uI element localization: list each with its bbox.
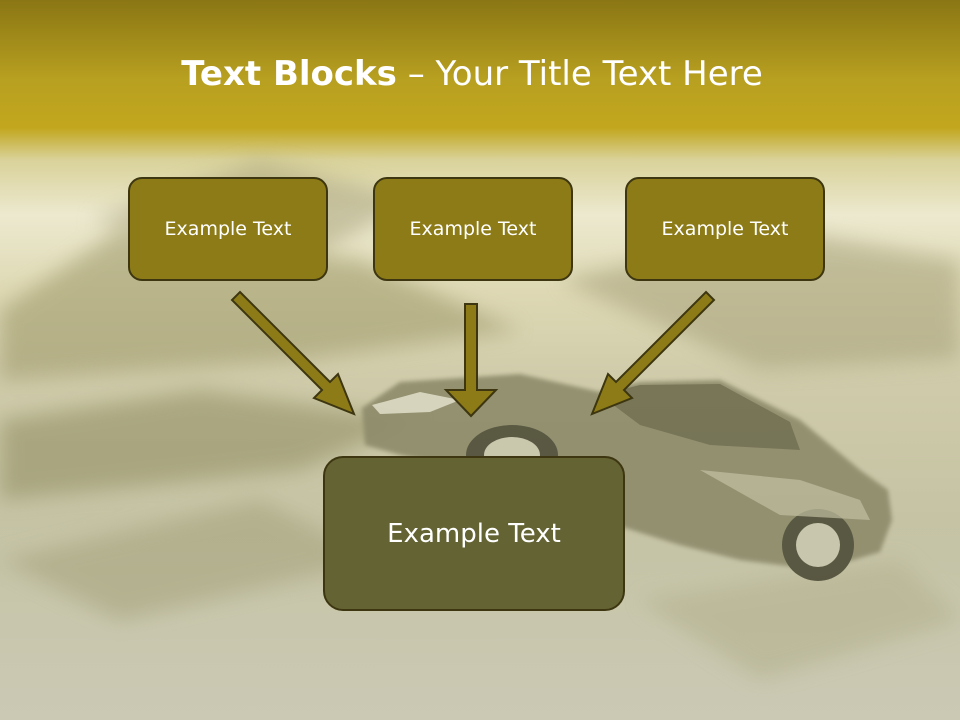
text-block-bottom-label: Example Text — [387, 518, 561, 549]
text-block-center-label: Example Text — [409, 218, 537, 240]
arrow-center-icon — [443, 303, 499, 418]
text-block-right-label: Example Text — [661, 218, 789, 240]
arrow-right-icon — [590, 290, 716, 416]
title-rest-part: Your Title Text Here — [435, 54, 763, 94]
title-bold-part: Text Blocks — [181, 54, 397, 94]
text-block-bottom[interactable]: Example Text — [323, 456, 625, 611]
text-block-center[interactable]: Example Text — [373, 177, 573, 281]
text-block-left[interactable]: Example Text — [128, 177, 328, 281]
text-block-left-label: Example Text — [164, 218, 292, 240]
text-block-right[interactable]: Example Text — [625, 177, 825, 281]
title-separator: – — [396, 54, 436, 94]
slide-title: Text Blocks – Your Title Text Here — [0, 52, 944, 96]
car-image — [362, 374, 892, 581]
arrow-left-icon — [230, 290, 356, 416]
